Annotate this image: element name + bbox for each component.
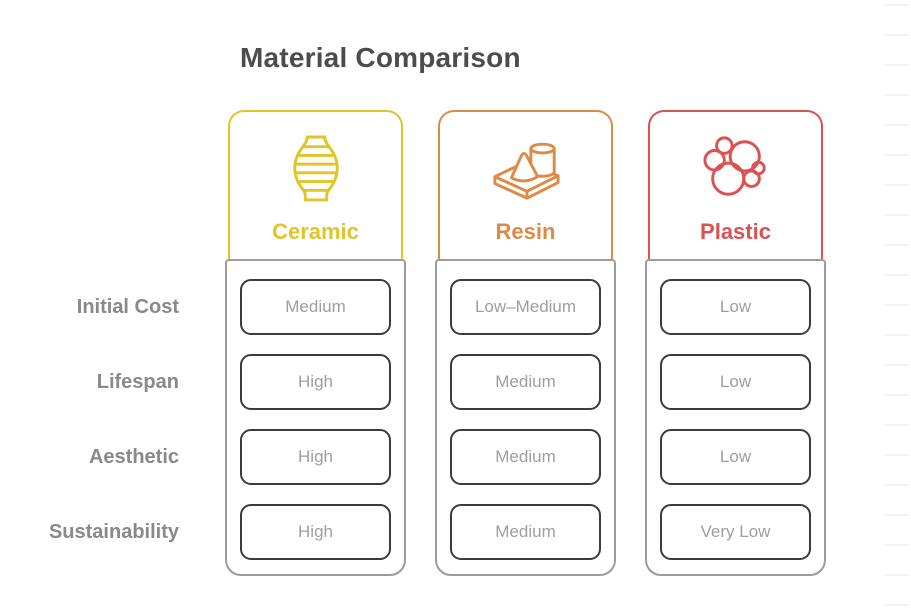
cell-ceramic-aesthetic: High — [240, 429, 391, 485]
ceramic-column-title: Ceramic — [272, 219, 359, 244]
ceramic-column-body: Medium High High High — [225, 259, 406, 576]
cell-resin-sustainability: Medium — [450, 504, 601, 560]
cell-resin-aesthetic: Medium — [450, 429, 601, 485]
cell-ceramic-initial-cost: Medium — [240, 279, 391, 335]
resin-card-header: Resin — [438, 110, 613, 259]
cell-ceramic-sustainability: High — [240, 504, 391, 560]
cell-resin-lifespan: Medium — [450, 354, 601, 410]
ceramic-column: Ceramic Medium High High High — [225, 110, 406, 576]
row-label-aesthetic: Aesthetic — [88, 446, 179, 468]
cell-resin-initial-cost: Low–Medium — [450, 279, 601, 335]
cell-plastic-lifespan: Low — [660, 354, 811, 410]
resin-shapes-icon — [492, 142, 560, 200]
resin-column: Resin Low–Medium Medium Medium Medium — [435, 110, 616, 576]
notebook-lines-decoration — [885, 0, 909, 612]
cell-plastic-initial-cost: Low — [660, 279, 811, 335]
plastic-column-title: Plastic — [700, 219, 771, 244]
page-title: Material Comparison — [240, 42, 521, 73]
ceramic-vase-icon — [292, 135, 339, 202]
row-label-initial-cost: Initial Cost — [76, 296, 179, 318]
ceramic-card-header: Ceramic — [228, 110, 403, 259]
plastic-card-header: Plastic — [648, 110, 823, 259]
resin-column-body: Low–Medium Medium Medium Medium — [435, 259, 616, 576]
polymer-bubbles-icon — [702, 136, 766, 196]
resin-column-title: Resin — [495, 219, 556, 244]
row-label-sustainability: Sustainability — [48, 521, 179, 543]
plastic-column: Plastic Low Low Low Very Low — [645, 110, 826, 576]
cell-plastic-sustainability: Very Low — [660, 504, 811, 560]
cell-plastic-aesthetic: Low — [660, 429, 811, 485]
cell-ceramic-lifespan: High — [240, 354, 391, 410]
plastic-column-body: Low Low Low Very Low — [645, 259, 826, 576]
row-label-lifespan: Lifespan — [96, 371, 179, 393]
